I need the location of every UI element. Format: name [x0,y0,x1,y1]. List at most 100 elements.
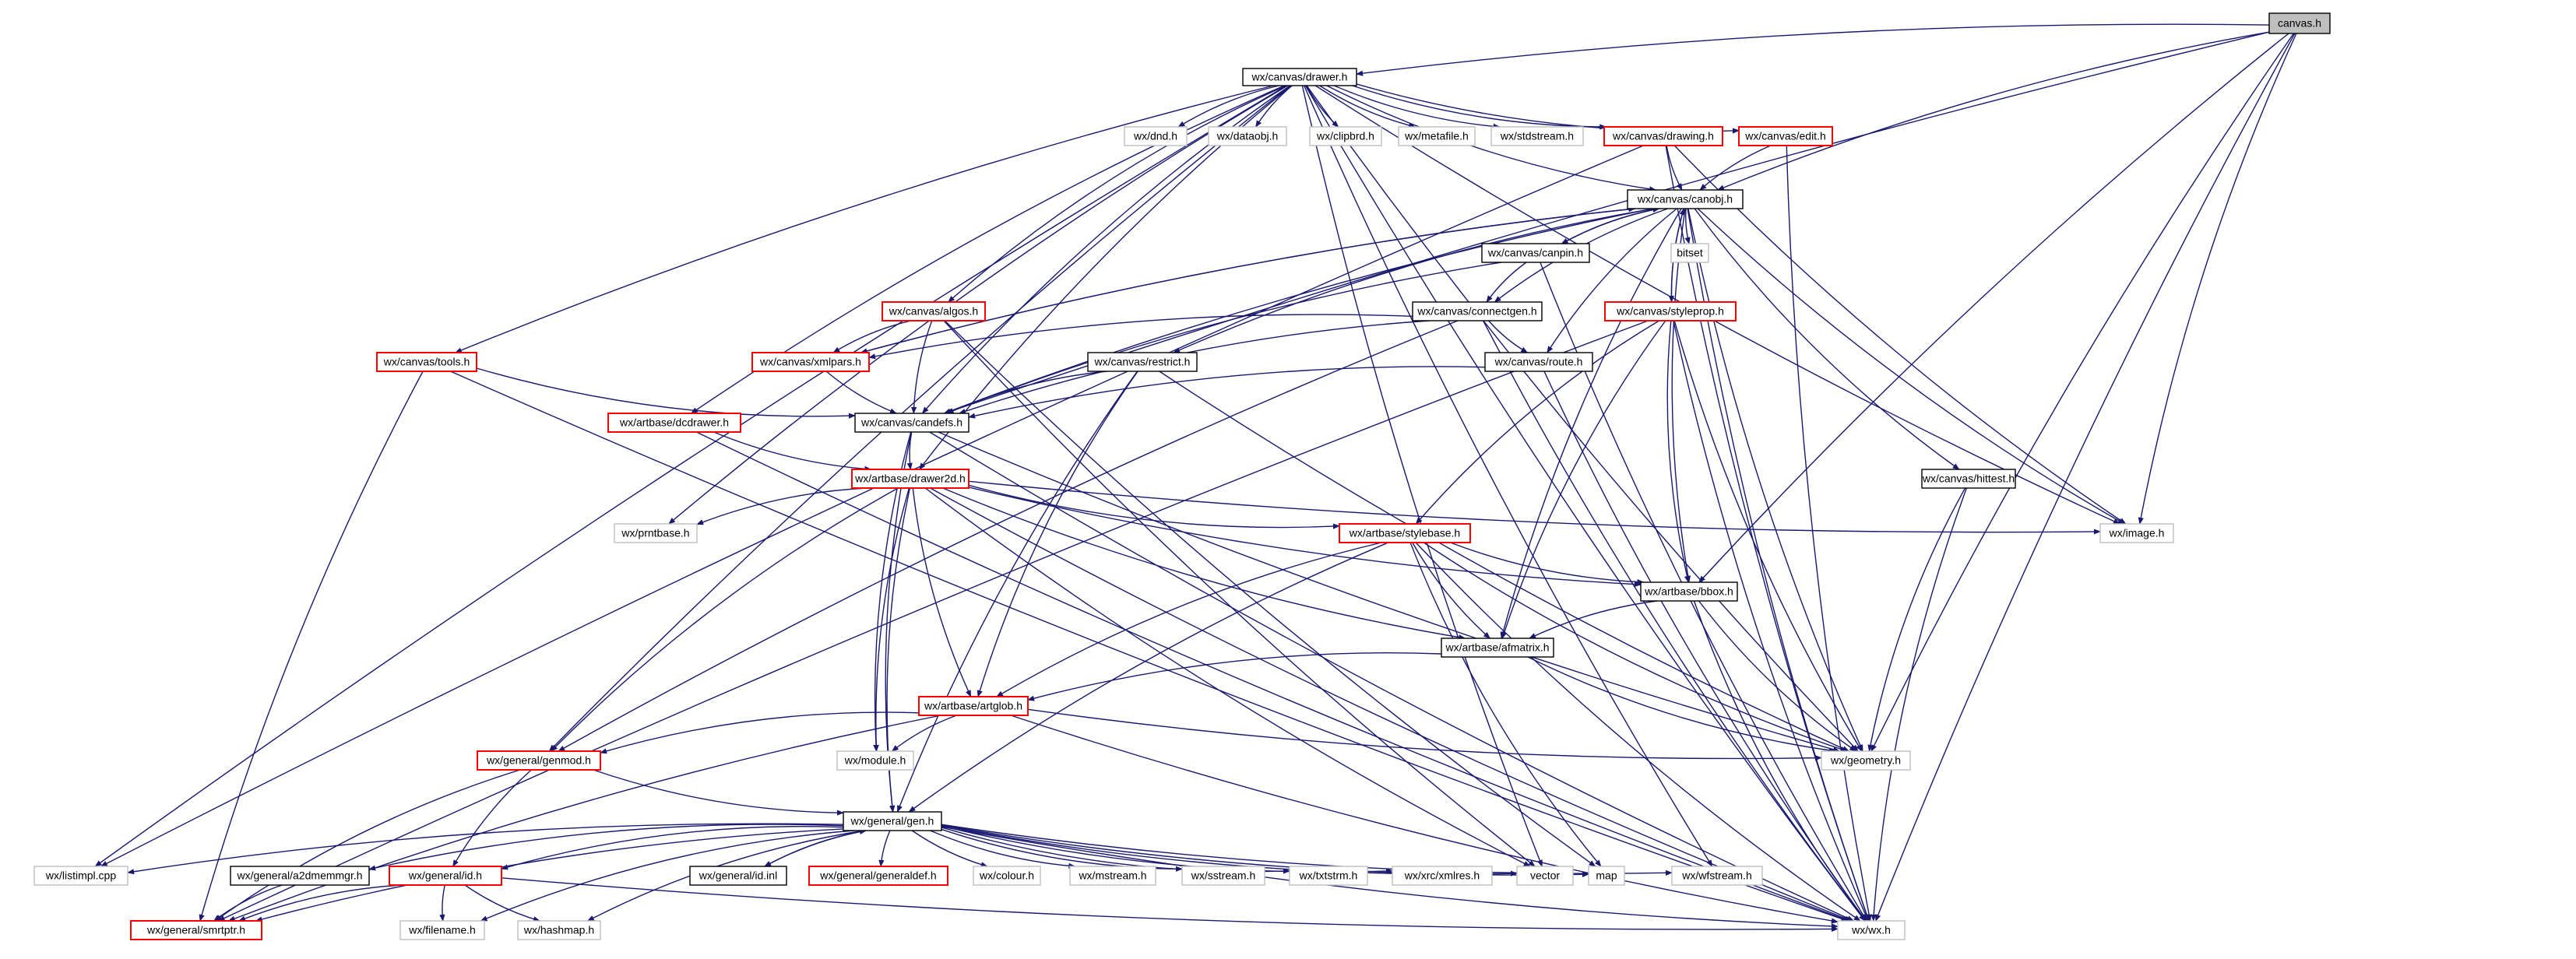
edge-gen-to-idinl [764,830,867,867]
node-genmod[interactable]: wx/general/genmod.h [477,750,601,771]
node-route-box [1484,352,1593,372]
edge-candefs-to-wxh [929,431,1855,922]
edge-artglob-to-smrtptr [227,715,941,922]
edge-connectgen-to-wxh [1482,320,1866,922]
node-candefs[interactable]: wx/canvas/candefs.h [854,413,970,433]
edge-gen-to-wxh [941,826,1839,929]
edge-drawer-to-dataobj [1255,85,1293,128]
edge-canobj-to-canpin [1561,208,1659,244]
edge-drawer2d-to-vector [924,487,1531,867]
edge-drawer-to-prntbase [668,85,1288,525]
edge-drawer2d-to-wxh [930,487,1853,922]
node-canpin-label: wx/canvas/canpin.h [1487,247,1583,259]
edge-drawer-to-clipbrd [1305,85,1339,128]
node-genmod-box [477,750,601,771]
node-bbox[interactable]: wx/artbase/bbox.h [1640,581,1738,602]
edge-canobj-to-restrict [1173,208,1655,353]
node-smrtptr[interactable]: wx/general/smrtptr.h [130,920,262,940]
node-route[interactable]: wx/canvas/route.h [1484,352,1593,372]
node-canpin[interactable]: wx/canvas/canpin.h [1481,243,1590,263]
node-styleprop[interactable]: wx/canvas/styleprop.h [1604,301,1737,321]
edge-a2dmemmgr-to-smrtptr [213,884,283,922]
edge-canvas-to-drawer [1356,23,2270,76]
node-drawing-label: wx/canvas/drawing.h [1612,130,1714,142]
node-hashmap-label: wx/hashmap.h [523,924,594,936]
edge-canpin-to-canobj [1561,206,1660,244]
edge-canobj-to-xmlpars [860,208,1635,354]
edge-styleprop-to-bbox [1666,320,1690,583]
node-generaldef-box [808,866,948,886]
edge-afmatrix-to-geometry [1527,656,1836,754]
edge-xmlpars-to-canobj [860,206,1636,353]
node-drawing-box [1603,126,1723,146]
node-hittest[interactable]: wx/canvas/hittest.h [1921,469,2016,489]
node-candefs-label: wx/canvas/candefs.h [860,416,962,429]
node-canvas[interactable]: canvas.h [2268,12,2331,34]
node-dnd-label: wx/dnd.h [1133,130,1177,142]
node-artglob[interactable]: wx/artbase/artglob.h [918,696,1029,716]
node-clipbrd: wx/clipbrd.h [1309,126,1382,146]
node-bbox-label: wx/artbase/bbox.h [1644,585,1733,598]
node-restrict[interactable]: wx/canvas/restrict.h [1087,352,1198,372]
node-algos[interactable]: wx/canvas/algos.h [882,301,986,321]
node-bitset: bitset [1670,243,1709,263]
node-module-box [836,750,914,771]
node-idinl[interactable]: wx/general/id.inl [689,866,787,886]
node-drawer[interactable]: wx/canvas/drawer.h [1242,68,1357,86]
node-dcdrawer[interactable]: wx/artbase/dcdrawer.h [607,413,741,433]
node-gen[interactable]: wx/general/gen.h [843,811,942,831]
node-stdstream-box [1490,126,1584,146]
edge-algos-to-xmlpars [832,320,911,353]
node-canobj[interactable]: wx/canvas/canobj.h [1627,189,1744,209]
edge-algos-to-candefs [910,320,933,414]
edge-tools-to-wxh [450,371,1849,922]
node-drawer2d-label: wx/artbase/drawer2d.h [854,472,966,485]
edge-stylebase-to-map [1409,542,1602,867]
edge-drawer-to-candefs [921,85,1291,414]
node-a2dmemmgr[interactable]: wx/general/a2dmemmgr.h [230,866,370,886]
node-candefs-box [854,413,970,433]
node-dataobj: wx/dataobj.h [1208,126,1287,146]
node-connectgen-box [1412,301,1543,321]
node-smrtptr-label: wx/general/smrtptr.h [146,924,245,936]
node-mstream-box [1069,866,1156,886]
node-idh[interactable]: wx/general/id.h [389,866,502,886]
node-algos-box [882,301,986,321]
node-afmatrix[interactable]: wx/artbase/afmatrix.h [1441,638,1554,658]
edge-restrict-to-artglob [977,371,1138,697]
node-tools[interactable]: wx/canvas/tools.h [376,352,477,372]
edge-stylebase-to-wxh [1415,542,1861,922]
node-gen-label: wx/general/gen.h [850,815,934,827]
edge-restrict-to-gen [896,371,1138,813]
edge-genmod-to-idh [452,769,532,867]
edge-drawer2d-to-stylebase [968,484,1340,529]
edge-genmod-to-smrtptr [214,769,521,922]
edge-styleprop-to-wxh [1673,320,1869,922]
node-a2dmemmgr-label: wx/general/a2dmemmgr.h [236,869,362,882]
edge-drawer-to-tools [454,85,1274,353]
node-stylebase[interactable]: wx/artbase/stylebase.h [1339,523,1471,543]
node-smrtptr-box [130,920,262,940]
edge-drawer2d-to-prntbase [696,487,867,525]
node-connectgen[interactable]: wx/canvas/connectgen.h [1412,301,1543,321]
node-dnd-box [1124,126,1188,146]
node-dnd: wx/dnd.h [1124,126,1188,146]
node-idh-label: wx/general/id.h [408,869,482,882]
node-xmlpars[interactable]: wx/canvas/xmlpars.h [751,352,870,372]
node-canvas-label: canvas.h [2278,17,2321,30]
node-hashmap: wx/hashmap.h [517,920,601,940]
node-hittest-box [1921,469,2016,489]
node-genmod-label: wx/general/genmod.h [486,754,591,767]
node-tools-label: wx/canvas/tools.h [383,356,470,368]
node-connectgen-label: wx/canvas/connectgen.h [1416,305,1536,318]
edge-dcdrawer-to-drawer2d [713,431,872,472]
node-drawer2d[interactable]: wx/artbase/drawer2d.h [851,469,970,489]
edge-gen-to-colour [911,830,988,868]
edge-canobj-to-afmatrix [1500,208,1682,639]
node-edit[interactable]: wx/canvas/edit.h [1738,126,1833,146]
node-generaldef[interactable]: wx/general/generaldef.h [808,866,948,886]
node-drawer-label: wx/canvas/drawer.h [1251,71,1348,83]
edge-idh-to-filename [439,884,445,922]
node-drawing[interactable]: wx/canvas/drawing.h [1603,126,1723,146]
edge-drawer2d-to-genmod [551,487,899,752]
